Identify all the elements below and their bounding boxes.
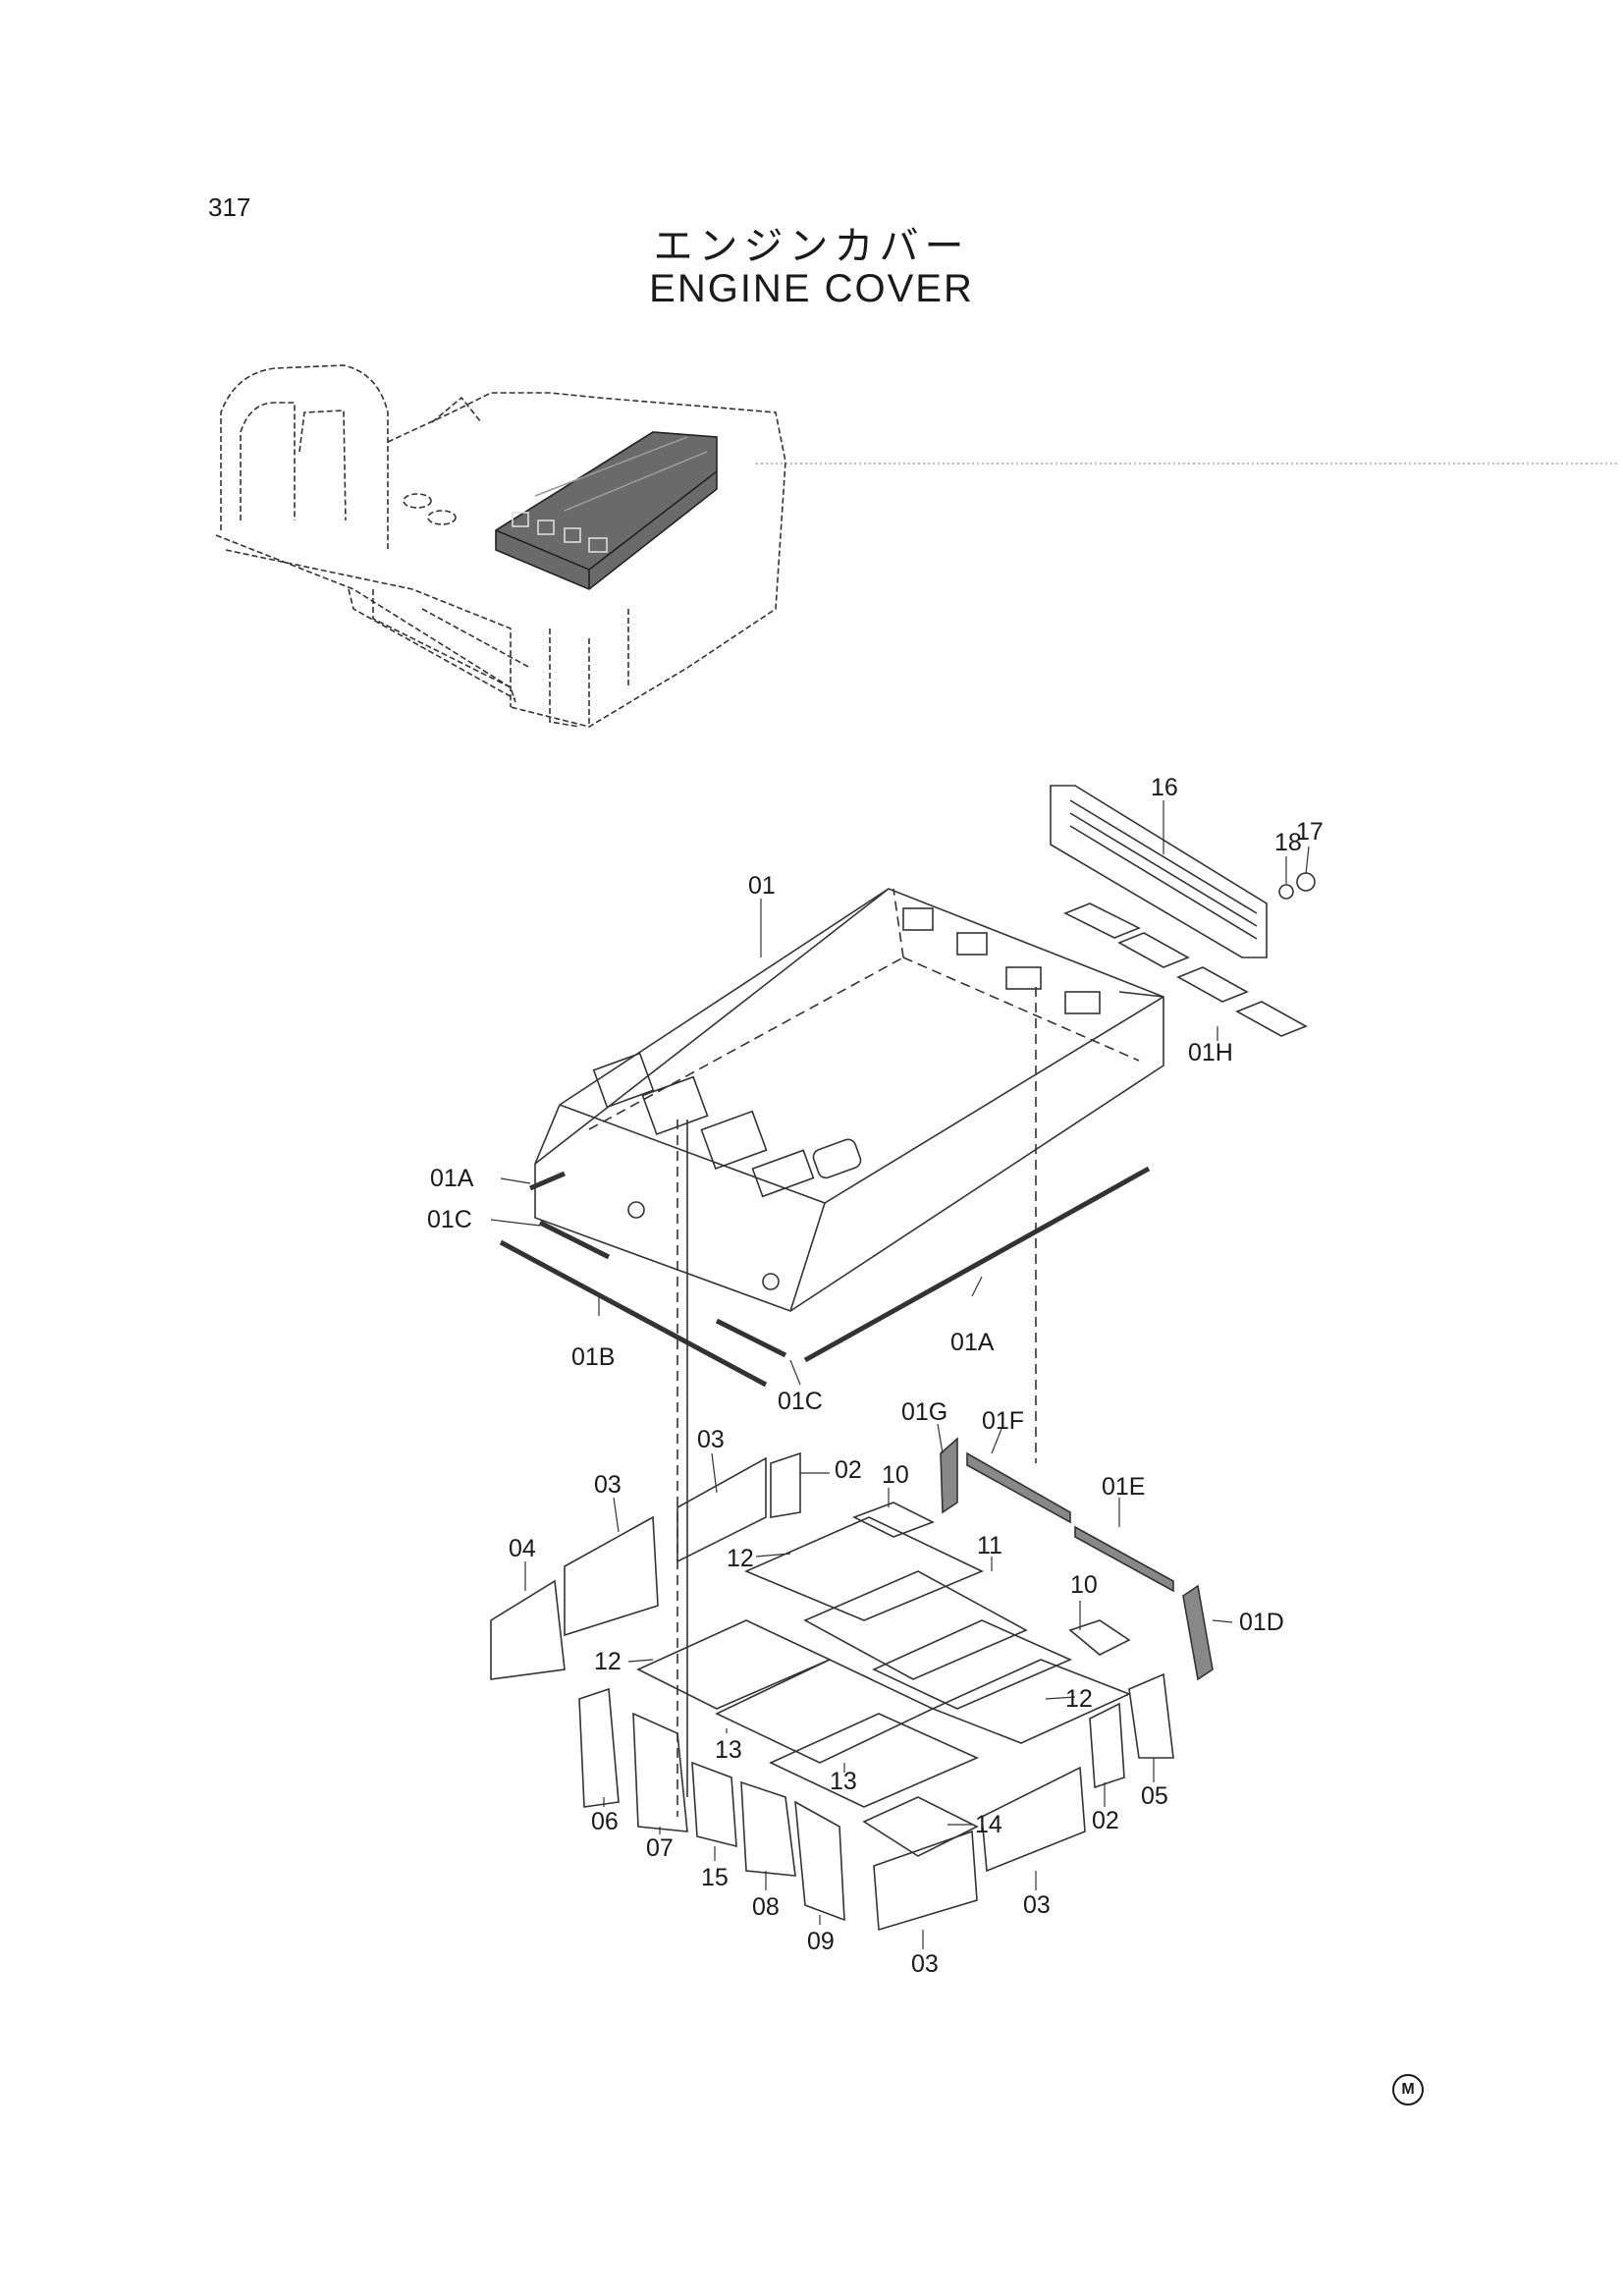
insulation-pads bbox=[490, 1451, 1174, 1932]
callout-01: 01 bbox=[748, 872, 776, 900]
part-18-washer bbox=[1278, 884, 1294, 900]
title-japanese: エンジンカバー bbox=[653, 224, 970, 269]
callout-03-c: 03 bbox=[911, 1950, 939, 1978]
part-01A-seal-strip-right bbox=[803, 1166, 1151, 1363]
callout-01E: 01E bbox=[1102, 1473, 1145, 1501]
callout-08: 08 bbox=[752, 1893, 780, 1921]
callout-14: 14 bbox=[975, 1811, 1002, 1838]
part-01D-bracket bbox=[1182, 1584, 1214, 1681]
callout-01C-bottom: 01C bbox=[778, 1388, 823, 1415]
part-01H-hinges bbox=[1063, 902, 1308, 1037]
callout-01B: 01B bbox=[571, 1343, 615, 1371]
callout-01F: 01F bbox=[982, 1407, 1024, 1435]
callout-16: 16 bbox=[1151, 774, 1178, 801]
callout-10-b: 10 bbox=[1070, 1571, 1098, 1599]
callout-03-a: 03 bbox=[697, 1426, 725, 1453]
callout-03-d: 03 bbox=[1023, 1891, 1051, 1919]
callout-06: 06 bbox=[591, 1808, 619, 1835]
callout-07: 07 bbox=[646, 1834, 674, 1862]
part-01E-strip bbox=[1074, 1525, 1174, 1593]
callout-01D: 01D bbox=[1239, 1609, 1284, 1636]
callout-12-b: 12 bbox=[594, 1648, 622, 1675]
callout-01A-right: 01A bbox=[950, 1329, 995, 1356]
callout-02-bottom: 02 bbox=[1092, 1807, 1119, 1834]
callout-01G: 01G bbox=[901, 1398, 947, 1426]
part-16-louver-panel bbox=[1050, 785, 1268, 958]
callout-09: 09 bbox=[807, 1928, 835, 1955]
callout-01A-left: 01A bbox=[430, 1165, 474, 1192]
part-01C-seal-strip-bottom bbox=[715, 1318, 787, 1358]
callout-17: 17 bbox=[1296, 818, 1324, 846]
callout-12-c: 12 bbox=[1065, 1685, 1093, 1713]
corner-mark: M bbox=[1392, 2074, 1424, 2105]
callout-10-a: 10 bbox=[882, 1461, 909, 1489]
callout-13-b: 13 bbox=[830, 1768, 857, 1795]
page-number: 317 bbox=[208, 192, 251, 222]
engine-cover-highlight bbox=[495, 431, 718, 590]
callout-05: 05 bbox=[1141, 1782, 1168, 1810]
callout-18: 18 bbox=[1274, 829, 1302, 856]
machine-overview-illustration bbox=[215, 364, 786, 728]
callout-01C-left: 01C bbox=[427, 1206, 472, 1233]
callout-13-a: 13 bbox=[715, 1736, 742, 1764]
callout-12-a: 12 bbox=[727, 1545, 754, 1572]
callout-03-b: 03 bbox=[594, 1471, 622, 1499]
callout-01H: 01H bbox=[1188, 1039, 1233, 1066]
part-01C-seal-strip-left bbox=[538, 1220, 611, 1260]
part-01G-bracket bbox=[940, 1437, 958, 1514]
part-01F-strip bbox=[966, 1451, 1071, 1524]
callout-11: 11 bbox=[977, 1532, 1002, 1559]
part-01A-seal-strip-left bbox=[529, 1171, 566, 1191]
callout-04: 04 bbox=[509, 1535, 536, 1562]
callout-15: 15 bbox=[701, 1864, 729, 1891]
part-01B-seal-strip bbox=[499, 1239, 768, 1388]
part-17-bolt bbox=[1296, 872, 1316, 892]
callout-02-top: 02 bbox=[835, 1456, 862, 1484]
title-english: ENGINE COVER bbox=[649, 267, 974, 310]
engine-cover-body bbox=[534, 888, 1164, 1312]
